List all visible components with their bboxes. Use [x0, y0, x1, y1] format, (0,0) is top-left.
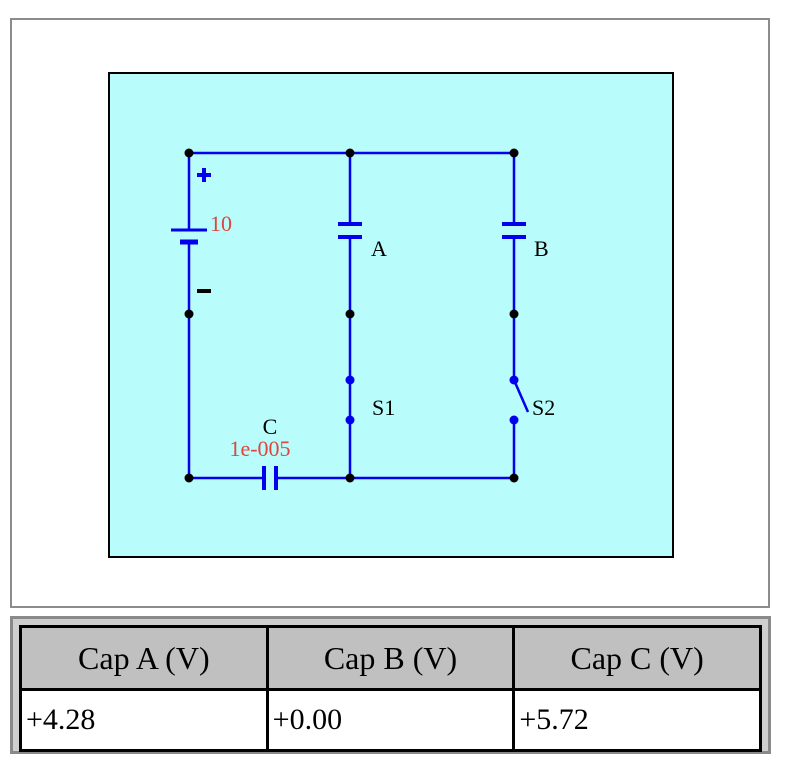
- switch-s2-contact-top: [509, 375, 519, 385]
- node-top-left: [184, 148, 194, 158]
- circuit-frame: 10 A B C 1e-005 S1 S2: [10, 18, 770, 608]
- switch-s2-contact-bottom: [509, 415, 519, 425]
- node-top-mid: [345, 148, 355, 158]
- header-cap-b: Cap B (V): [265, 625, 516, 691]
- table-row: +4.28 +0.00 +5.72: [19, 688, 762, 752]
- switch-s2-label: S2: [532, 395, 555, 420]
- capacitor-c[interactable]: [262, 466, 278, 490]
- battery-value-label: 10: [210, 211, 232, 236]
- switch-s1-label: S1: [372, 395, 395, 420]
- node-left-mid: [184, 309, 194, 319]
- capacitor-a-label: A: [371, 236, 387, 261]
- value-cap-b: +0.00: [265, 688, 516, 752]
- value-cap-a: +4.28: [19, 688, 269, 752]
- capacitor-b[interactable]: [502, 222, 526, 239]
- header-cap-a: Cap A (V): [19, 625, 269, 691]
- node-bottom-right: [509, 473, 519, 483]
- capacitor-c-label: C: [263, 414, 278, 439]
- value-cap-c: +5.72: [512, 688, 762, 752]
- node-mid-mid: [345, 309, 355, 319]
- battery[interactable]: [171, 168, 211, 293]
- node-right-mid: [509, 309, 519, 319]
- voltage-table: Cap A (V) Cap B (V) Cap C (V) +4.28 +0.0…: [19, 625, 762, 752]
- capacitor-b-label: B: [534, 236, 549, 261]
- node-bottom-left: [184, 473, 194, 483]
- switch-s1-contact-bottom: [345, 415, 355, 425]
- node-bottom-mid: [345, 473, 355, 483]
- table-header-row: Cap A (V) Cap B (V) Cap C (V): [19, 625, 762, 691]
- capacitor-a[interactable]: [338, 222, 362, 239]
- circuit-diagram: 10 A B C 1e-005 S1 S2: [108, 72, 674, 558]
- node-top-right: [509, 148, 519, 158]
- voltage-readout: Cap A (V) Cap B (V) Cap C (V) +4.28 +0.0…: [10, 616, 771, 754]
- switch-s2-blade[interactable]: [512, 379, 530, 413]
- capacitor-c-value-label: 1e-005: [229, 436, 290, 461]
- circuit-canvas[interactable]: [108, 72, 674, 558]
- switch-s1-contact-top: [345, 375, 355, 385]
- header-cap-c: Cap C (V): [512, 625, 762, 691]
